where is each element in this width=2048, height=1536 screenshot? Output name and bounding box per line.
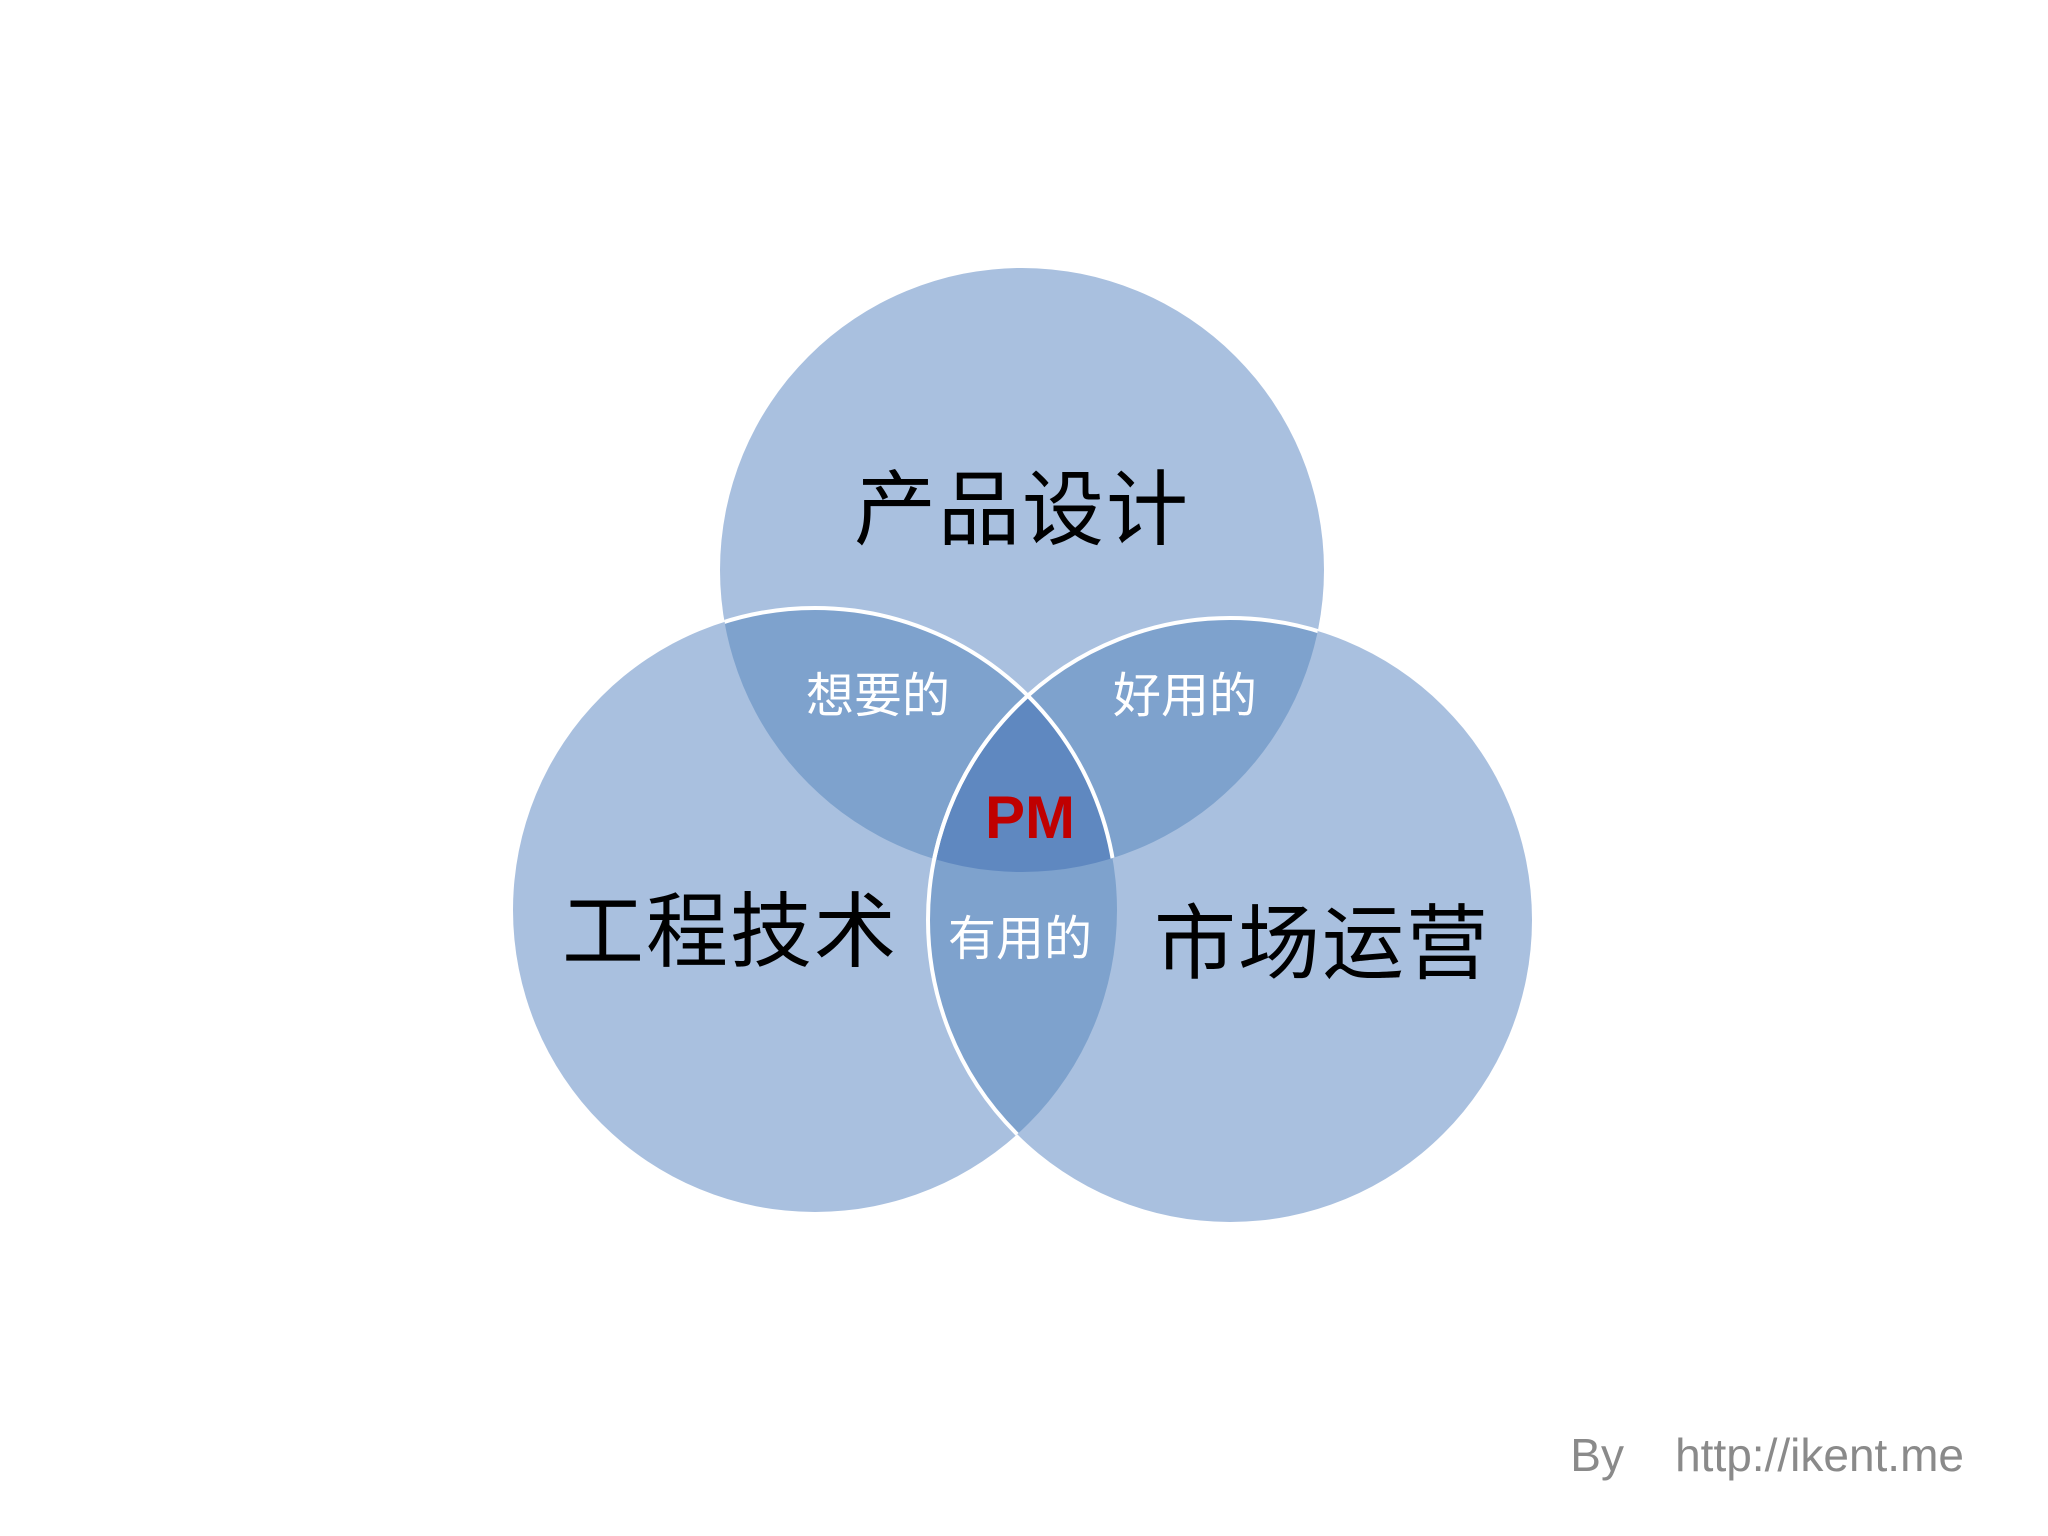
outline-left-in-top	[720, 606, 1119, 872]
outline-right-in-left	[926, 616, 1117, 1212]
label-wanted: 想要的	[806, 668, 950, 724]
label-marketing-operations: 市场运营	[1154, 897, 1490, 992]
credit-url: http://ikent.me	[1675, 1429, 1964, 1481]
label-usable: 好用的	[1113, 668, 1257, 724]
credit-line: By http://ikent.me	[1570, 1428, 1964, 1482]
outline-right-in-top	[926, 616, 1324, 872]
label-product-design: 产品设计	[854, 463, 1190, 558]
label-pm: PM	[985, 784, 1075, 851]
label-engineering: 工程技术	[562, 885, 898, 980]
label-useful: 有用的	[948, 911, 1092, 967]
overlap-top-left	[720, 608, 1117, 872]
credit-prefix: By	[1570, 1429, 1624, 1481]
overlap-center	[928, 618, 1117, 872]
